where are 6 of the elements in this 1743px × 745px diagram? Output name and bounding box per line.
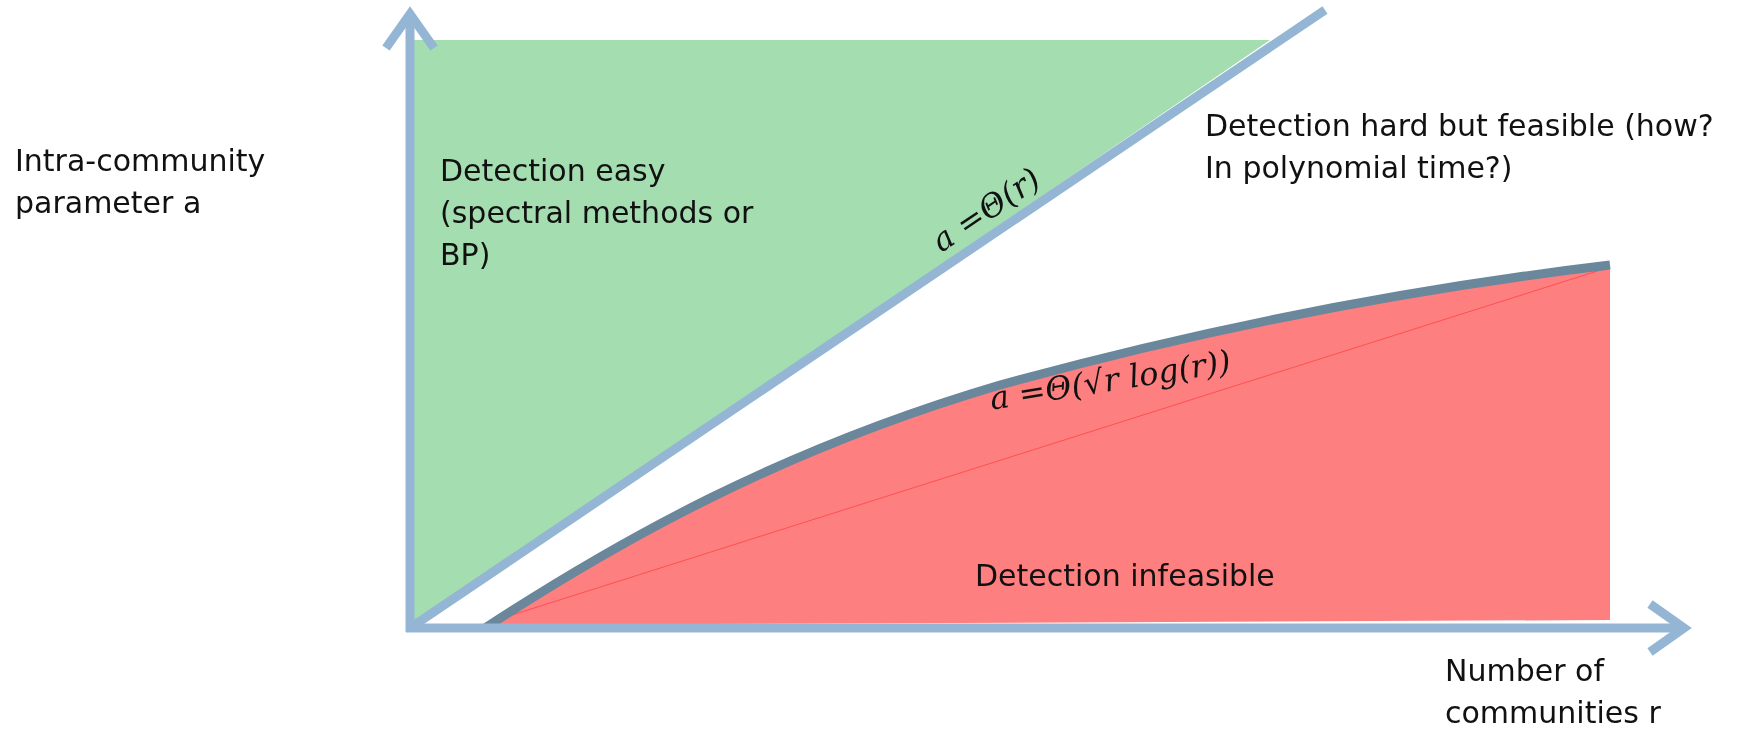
region-label: Detection infeasible [975,557,1276,595]
formula-label: a =Θ(√r log(r)) [987,342,1234,418]
region-label: Detection easy (spectral methods or BP) [440,152,755,274]
axis-label: Intra-community parameter a [15,142,267,222]
region-label: Detection hard but feasible (how? In polynomial time?) [1205,107,1715,187]
axis-label: Number of communities r [1445,652,1662,732]
